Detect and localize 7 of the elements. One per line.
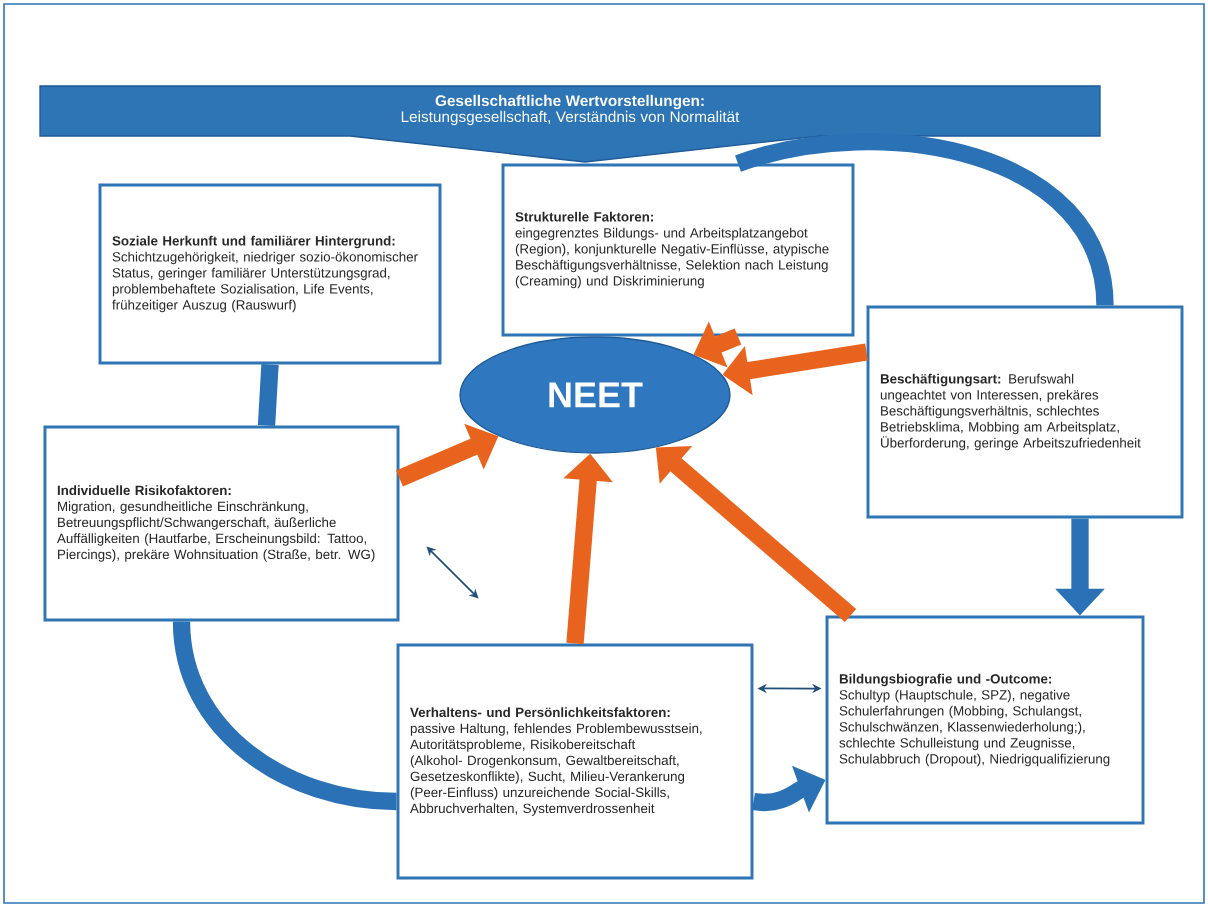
- text-box: Beschäftigungsart: Berufswahl ungeachtet von Interessen, prekäres Beschäftigungsverhältnis, schlechtes Betriebsklima, Mobbing am Arbeitsplatz, Überforderung, geringe Arbeitszufriedenheit: [866, 305, 1184, 519]
- text-box: Individuelle Risikofaktoren: Migration, gesundheitliche Einschränkung, Betreuungspflicht/Schwangerschaft, äußerliche Auffälligkeiten (Hautfarbe, Erscheinungsbild: Tattoo, Piercings), prekäre Wohnsituation (Straße, betr. WG): [43, 425, 400, 622]
- text-box: Bildungsbiografie und -Outcome: Schultyp (Hauptschule, SPZ), negative Schulerfahrungen (Mobbing, Schulangst, Schulschwänzen, Klassenwiederholung;), schlechte Schulleistung und Zeugnisse, Schulabbruch (Dropout), Niedrigqualifizierung: [825, 615, 1145, 825]
- text-box: Soziale Herkunft und familiärer Hintergrund: Schichtzugehörigkeit, niedriger sozio-ökonomischer Status, geringer familiärer Unterstützungsgrad, problembehaftete Sozialisation, Life Events, frühzeitiger Auszug (Rauswurf): [98, 183, 442, 365]
- text-box: Strukturelle Faktoren: eingegrenztes Bildungs- und Arbeitsplatzangebot (Region), konjunkturelle Negativ-Einflüsse, atypische Beschäftigungsverhältnisse, Selektion nach Leistung (Creaming) und Diskriminierung: [501, 163, 855, 337]
- double-arrow: [426, 546, 479, 599]
- text-box: Verhaltens- und Persönlichkeitsfaktoren: passive Haltung, fehlendes Problembewusstsein, Autoritätsprobleme, Risikobereitschaft (Alkohol- Drogenkonsum, Gewaltbereitschaft, Gesetzeskonflikte), Sucht, Milieu-Verankerung (Peer-Einfluss) unzureichende Social-Skills, Abbruchverhalten, Systemverdrossenheit: [396, 643, 754, 880]
